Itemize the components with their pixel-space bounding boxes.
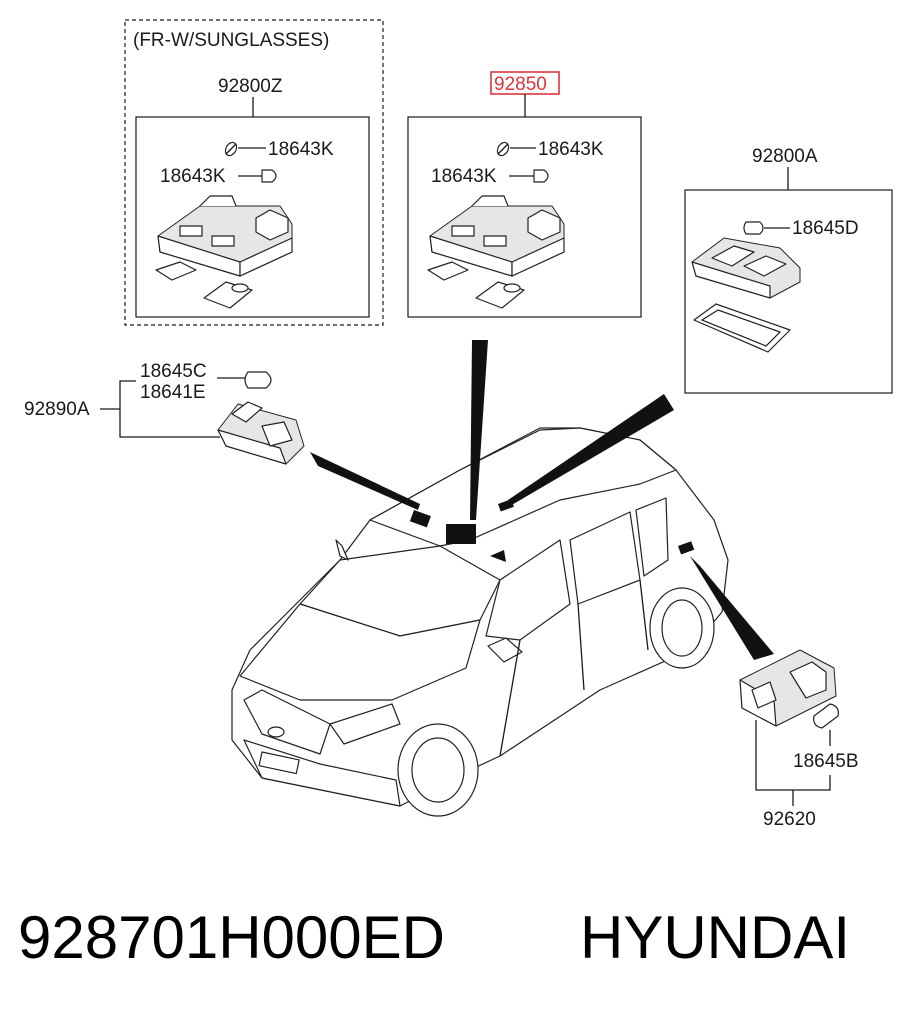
label-18643K-b1: 18643K <box>538 139 604 160</box>
brand-name: HYUNDAI <box>580 904 850 971</box>
label-18641E: 18641E <box>140 382 206 403</box>
bulb-icon <box>813 703 839 729</box>
car-license-plate <box>258 751 300 775</box>
marker-rear-lamp <box>498 499 514 512</box>
part-number: 928701H000ED <box>18 904 445 971</box>
pointer-center-console <box>470 340 488 520</box>
option-note: (FR-W/SUNGLASSES) <box>133 30 329 51</box>
vanity-lamp-icon <box>217 401 305 465</box>
vehicle-illustration <box>231 427 729 817</box>
pointer-vanity <box>310 452 420 510</box>
car-door-line <box>499 639 521 757</box>
bulb-icon <box>224 141 238 157</box>
label-92620: 92620 <box>763 809 816 830</box>
overhead-console-icon <box>427 195 565 309</box>
bulb-icon <box>244 371 272 389</box>
label-18645B: 18645B <box>793 751 859 772</box>
overhead-console-icon <box>155 195 293 309</box>
marker-roof-arrow <box>490 550 506 562</box>
car-antenna <box>335 539 349 561</box>
center-console-group: 92850 18643K 18643K <box>407 71 642 318</box>
sunglasses-option-group: (FR-W/SUNGLASSES) 92800Z 18643K 18643K <box>124 19 384 326</box>
car-window-rear <box>635 497 669 577</box>
car-wheel-front <box>397 723 479 817</box>
pointer-rear-lamp <box>508 394 674 506</box>
label-18643K-a2: 18643K <box>160 166 226 187</box>
label-92850[interactable]: 92850 <box>494 74 547 95</box>
pointer-trunk <box>690 556 774 660</box>
label-18645D: 18645D <box>792 218 859 239</box>
label-92890A: 92890A <box>24 399 90 420</box>
car-hood <box>239 603 481 701</box>
label-92800A: 92800A <box>752 146 818 167</box>
label-18643K-b2: 18643K <box>431 166 497 187</box>
bulb-icon <box>261 169 277 183</box>
marker-trunk <box>678 541 695 555</box>
box-92800Z <box>135 116 370 318</box>
vanity-lamp-group: 18645C 18641E 92890A <box>24 361 305 465</box>
option-dashed-frame <box>124 19 384 326</box>
bulb-icon <box>743 221 764 235</box>
car-mirror <box>487 637 523 663</box>
marker-vanity <box>409 510 431 528</box>
room-lamp-icon <box>691 237 801 353</box>
car-wheel-rear <box>649 587 715 669</box>
label-18643K-a1: 18643K <box>268 139 334 160</box>
rear-room-lamp-group: 92800A 18645D <box>684 146 893 394</box>
location-pointers <box>310 340 774 660</box>
label-18645C: 18645C <box>140 361 207 382</box>
trunk-lamp-group: 18645B 92620 <box>739 649 859 830</box>
bulb-icon <box>533 169 549 183</box>
marker-center-console <box>446 524 476 544</box>
car-door-line <box>639 579 649 651</box>
trunk-lamp-icon <box>739 649 837 727</box>
car-emblem <box>267 726 285 738</box>
bulb-icon <box>496 141 510 157</box>
label-92800Z: 92800Z <box>218 76 283 97</box>
box-92850 <box>407 116 642 318</box>
car-headlight <box>329 703 401 745</box>
car-door-line <box>577 603 585 691</box>
box-92800A <box>684 189 893 394</box>
car-window-front <box>485 539 571 641</box>
car-grille <box>243 689 331 755</box>
